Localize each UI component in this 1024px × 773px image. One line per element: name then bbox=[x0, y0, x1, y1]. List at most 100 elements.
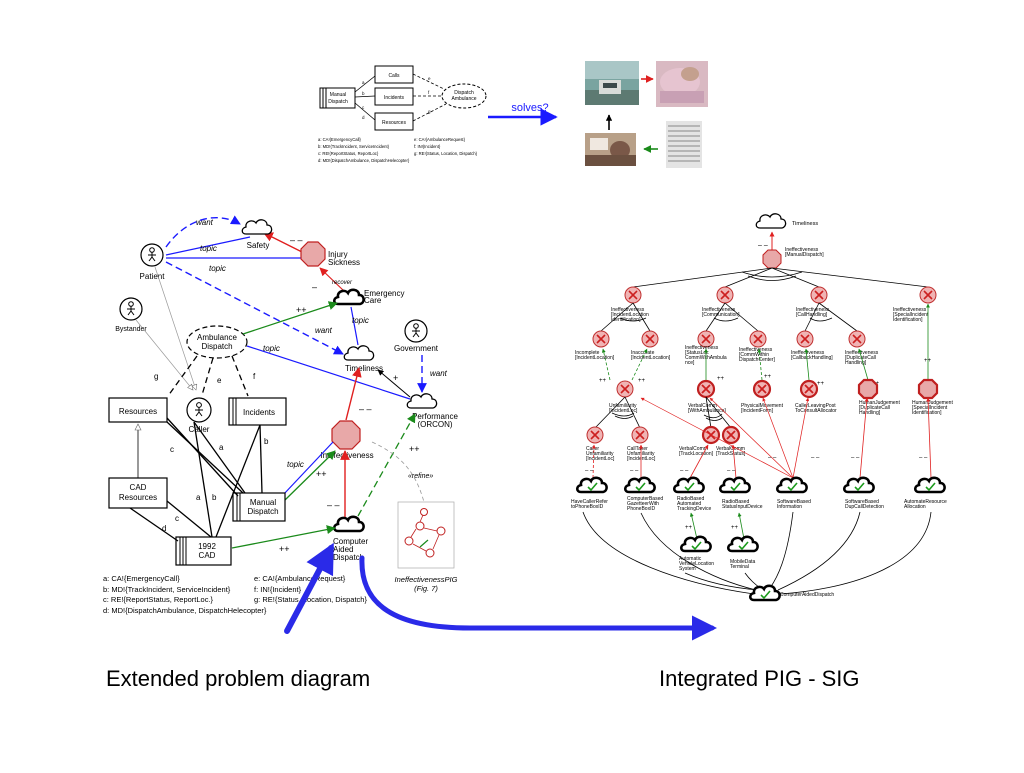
sig-l2-node-3 bbox=[810, 286, 828, 304]
cad-label-2: Aided bbox=[333, 545, 353, 554]
edge-letter-a1: a bbox=[219, 443, 224, 452]
sig-op2-1 bbox=[679, 535, 712, 553]
topic-label-5: topic bbox=[287, 460, 304, 469]
edge-letter-b2: b bbox=[212, 493, 217, 502]
top-domain-line1: Manual bbox=[330, 92, 346, 98]
caption-left: Extended problem diagram bbox=[106, 666, 371, 691]
sig-pp-8: ++ bbox=[685, 525, 693, 531]
top-legend-a: a: CA!{EmergencyCall} bbox=[318, 137, 361, 142]
top-requirement-line2: Ambulance bbox=[451, 96, 476, 102]
sig-l4-node-6 bbox=[917, 378, 939, 400]
sig-l3-node-2 bbox=[641, 330, 659, 348]
sig-mm-3: – – bbox=[680, 468, 689, 474]
patient-photo bbox=[656, 61, 708, 107]
legend-d: d: MD!{DispatchAmbulance, DispatchHeleco… bbox=[103, 606, 267, 615]
sig-l3-4c: DispatchCenter] bbox=[739, 357, 775, 363]
legend-b: b: MD!{TrackIncident, ServiceIncident} bbox=[103, 585, 231, 594]
bystander-actor-icon bbox=[119, 297, 143, 321]
sig-pp-7: ++ bbox=[924, 358, 932, 364]
injury-octagon bbox=[300, 241, 326, 267]
edge-letter-f: f bbox=[253, 372, 256, 381]
legend-a: a: CA!{EmergencyCall} bbox=[103, 574, 180, 583]
sig-l4-5a: HumanJudgement bbox=[859, 400, 900, 406]
sig-mm-1: – – bbox=[585, 468, 594, 474]
want-label-1: want bbox=[196, 218, 214, 227]
sig-l2-node-4 bbox=[919, 286, 937, 304]
sig-mm-4: – – bbox=[727, 468, 736, 474]
want-label-2: want bbox=[315, 326, 333, 335]
sig-op-2a: ComputerBased bbox=[627, 496, 663, 502]
mapping-arrow-to-sig bbox=[359, 555, 717, 641]
top-letter-g: g bbox=[428, 109, 431, 114]
sig-l3-1a: Incomplete bbox=[575, 350, 600, 356]
sig-l3-3b: [StatusLoc bbox=[685, 350, 709, 356]
timeliness-label: Timeliness bbox=[345, 364, 383, 373]
sig-l4-6a: HumanJudgement bbox=[912, 400, 953, 406]
sig-l2-node-2 bbox=[716, 286, 734, 304]
sig-l4-5c: Handling] bbox=[859, 410, 881, 416]
legend-c: c: RE!{ReportStatus, ReportLoc.} bbox=[103, 595, 214, 604]
sig-l3-3a: Ineffectiveness bbox=[685, 345, 719, 351]
cad-label-3: Dispatch bbox=[333, 553, 364, 562]
sig-op-7a: AutomateResource bbox=[904, 499, 947, 505]
legend-e: e: CA!{AmbulanceRequest} bbox=[254, 574, 346, 583]
ambulance-photo bbox=[585, 61, 639, 105]
performance-softgoal bbox=[406, 393, 438, 409]
sig-bottom-cad bbox=[748, 584, 781, 602]
incidents-domain bbox=[228, 397, 287, 426]
pig-thumbnail bbox=[397, 501, 455, 569]
sig-l5-4a: VerbalComm bbox=[716, 446, 745, 452]
pointer-arrow-to-cad bbox=[284, 542, 334, 634]
topic-edge-safety bbox=[165, 236, 251, 256]
top-letter-f: f bbox=[428, 90, 430, 95]
sig-op-3c: TrackingDevice bbox=[677, 506, 711, 512]
sig-mm-5: – – bbox=[768, 455, 777, 461]
recover-label: recover bbox=[332, 280, 353, 286]
top-legend-b: b: MD!{TrackIncident, ServiceIncident} bbox=[318, 144, 390, 149]
sig-l3-4a: Ineffectiveness bbox=[739, 347, 773, 353]
sig-pp-5: ++ bbox=[817, 381, 825, 387]
sig-l5-3b: [TrackLocation] bbox=[679, 451, 714, 457]
injury-label-2: Sickness bbox=[328, 258, 360, 267]
contrib-perf-timeliness: + bbox=[393, 373, 398, 383]
sig-l2-4b: [SpecialIncident bbox=[893, 312, 929, 318]
solves-arrow: solves? bbox=[488, 102, 558, 126]
sig-l5-node-4 bbox=[721, 425, 741, 445]
top-legend-f: f: IN!{Incident} bbox=[414, 144, 441, 149]
sig-root-label-2: [ManualDispatch] bbox=[785, 252, 824, 258]
ambulance-dispatch-requirement bbox=[186, 325, 248, 359]
sig-root-octagon bbox=[762, 249, 782, 269]
sig-op2-1b: VehicleLocation bbox=[679, 561, 714, 567]
sig-l3-3d: nce] bbox=[685, 360, 695, 366]
performance-label-2: (ORCON) bbox=[417, 420, 452, 429]
top-requirement-line1: Dispatch bbox=[454, 90, 474, 96]
sig-l5-1b: Unfamiliarity bbox=[586, 451, 614, 457]
cad-resources-label-1: CAD bbox=[130, 483, 147, 492]
top-box-incidents: Incidents bbox=[384, 95, 405, 101]
sig-l4-3a: PhysicalMovement bbox=[741, 403, 784, 409]
government-actor-icon bbox=[404, 319, 428, 343]
injury-label-1: Injury bbox=[328, 250, 348, 259]
emergency-care-softgoal bbox=[332, 288, 365, 306]
sig-bottom-label: ComputerAidedDispatch bbox=[780, 592, 834, 598]
sig-timeliness-softgoal bbox=[755, 213, 787, 229]
top-domain-line2: Dispatch bbox=[328, 99, 348, 105]
sig-op-4a: RadioBased bbox=[722, 499, 749, 505]
sig-op2-1a: Automatic bbox=[679, 556, 702, 562]
cad-label-1: Computer bbox=[333, 537, 368, 546]
patient-label: Patient bbox=[140, 272, 166, 281]
contrib-manual-ineff: ++ bbox=[316, 469, 327, 479]
sig-l4-node-1 bbox=[616, 380, 634, 398]
sig-op2-2b: Terminal bbox=[730, 564, 749, 570]
sig-l5-3a: VerbalComm bbox=[679, 446, 708, 452]
top-legend-c: c: RE!{ReportStatus, ReportLoc} bbox=[318, 151, 379, 156]
contrib-amb-emergency: ++ bbox=[296, 305, 307, 315]
sig-l5-4b: [TrackStatus] bbox=[716, 451, 746, 457]
caption-right: Integrated PIG - SIG bbox=[659, 666, 860, 691]
sig-op-2 bbox=[623, 476, 656, 494]
sig-op-2b: GazetteerWith bbox=[627, 501, 659, 507]
emergency-label-1: Emergency bbox=[364, 289, 404, 298]
sig-op-3a: RadioBased bbox=[677, 496, 704, 502]
sig-l4-node-4 bbox=[799, 379, 819, 399]
